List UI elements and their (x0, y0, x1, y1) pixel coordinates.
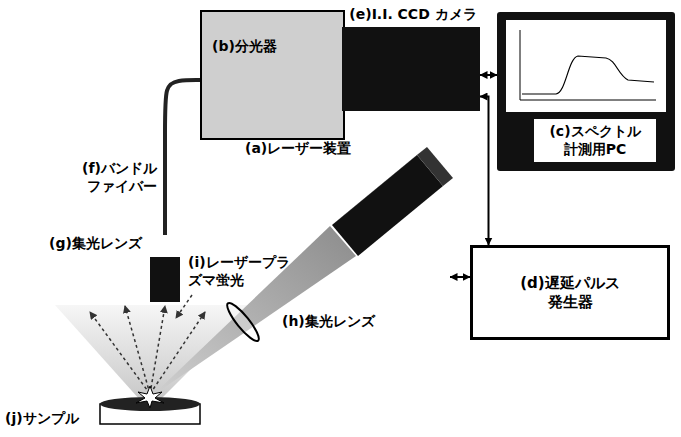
node-label: (g)集光レンズ (49, 235, 180, 253)
light-ray (150, 306, 165, 394)
part-label: (j)サンプル (5, 410, 79, 428)
monitor-screen (506, 20, 666, 112)
light-ray (150, 312, 205, 394)
lens-body (150, 257, 180, 302)
node-label: (e)I.I. CCD カメラ (346, 6, 480, 24)
spectrometer-box: (b)分光器 (200, 10, 345, 140)
node-label: (b)分光器 (212, 38, 333, 56)
edge-label: (f)バンドル ファイバー (65, 160, 157, 195)
node-label: (d)遅延パルス 発生器 (510, 274, 630, 312)
signal-arrow (450, 276, 470, 278)
laser-body-side (332, 155, 443, 256)
ablation-spark (136, 386, 164, 408)
light-ray (90, 312, 150, 394)
monitor-box: (c)スペクトル 計測用PC (497, 12, 675, 171)
camera-box: (e)I.I. CCD カメラ (346, 6, 480, 111)
light-ray (125, 306, 150, 394)
lens-box: (g)集光レンズ (49, 235, 180, 305)
laser-body-top (332, 147, 427, 225)
part-label: (h)集光レンズ (282, 313, 375, 331)
part-label: (i)レーザープラ ズマ蛍光 (188, 254, 306, 289)
camera-body (342, 27, 480, 111)
node-label: (a)レーザー装置 (245, 140, 450, 158)
plasma-glow (55, 305, 255, 400)
laser-beam (152, 226, 356, 396)
focus-lens (223, 300, 263, 345)
fiber-cable (165, 80, 200, 235)
signal-arrow (480, 97, 489, 246)
signal-arrow (480, 74, 497, 76)
laser-body-end (417, 147, 453, 186)
delay-generator-box: (d)遅延パルス 発生器 (470, 245, 670, 340)
node-label: (c)スペクトル 計測用PC (534, 119, 656, 162)
